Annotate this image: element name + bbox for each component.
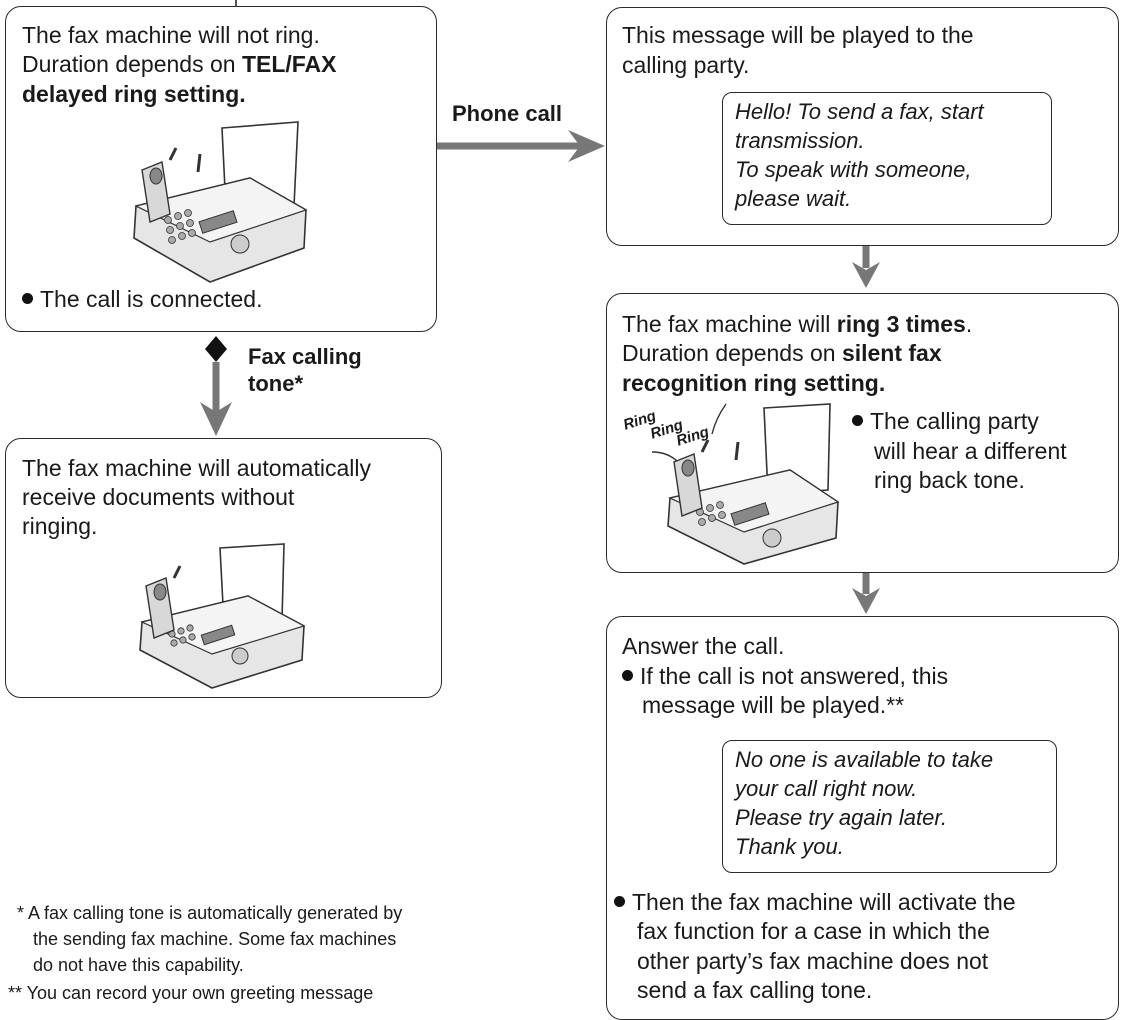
box-mr-line1: The fax machine will ring 3 times. [622, 311, 973, 337]
box-br-bullet2d: send a fax calling tone. [637, 977, 873, 1003]
box-tl-line1: The fax machine will not ring. [22, 22, 320, 48]
unavailable-line-1: No one is available to take [735, 747, 994, 772]
box-tl-line3: delayed ring setting. [22, 81, 246, 107]
fax-machine-illustration-2 [139, 543, 306, 689]
unavailable-line-4: Thank you. [735, 834, 844, 859]
greeting-speech-bubble: Hello! To send a fax, start transmission… [722, 92, 1052, 225]
fax-machine-illustration [133, 121, 308, 283]
box-mr-bullet-2: will hear a different [874, 438, 1067, 464]
box-mr-bullet-3: ring back tone. [874, 467, 1025, 493]
unavailable-line-2: your call right now. [735, 776, 918, 801]
fax-tone-label-2: tone* [248, 371, 303, 396]
box-br-bullet2b: fax function for a case in which the [637, 918, 990, 944]
box-bl-line3: ringing. [22, 513, 98, 539]
down-arrow-1 [852, 246, 880, 288]
box-mr-line2: Duration depends on silent fax [622, 340, 942, 366]
box-tl-line2: Duration depends on TEL/FAX [22, 51, 337, 77]
greeting-line-3: To speak with someone, [735, 157, 972, 182]
fax-machine-ringing-illustration [651, 403, 840, 565]
box-bl-line2: receive documents without [22, 484, 295, 510]
phone-call-label: Phone call [452, 101, 563, 126]
fax-tone-label-1: Fax calling [248, 344, 362, 369]
box-bl-line1: The fax machine will automatically [22, 455, 371, 481]
footnote-1c: do not have this capability. [33, 955, 244, 975]
box-tr-line2: calling party. [622, 52, 750, 78]
box-mr-bullet-1: The calling party [852, 407, 1039, 436]
greeting-line-4: please wait. [735, 186, 852, 211]
box-br-bullet2c: other party’s fax machine does not [637, 948, 989, 974]
footnote-2a: ** You can record your own greeting mess… [8, 983, 374, 1003]
unavailable-speech-bubble: No one is available to take your call ri… [722, 740, 1057, 873]
box-mr-line3: recognition ring setting. [622, 370, 886, 396]
footnote-1a: * A fax calling tone is automatically ge… [17, 903, 403, 923]
unavailable-line-3: Please try again later. [735, 805, 947, 830]
box-tr-line1: This message will be played to the [622, 22, 974, 48]
box-tl-bullet: The call is connected. [22, 285, 262, 314]
box-br-bullet1b: message will be played.** [642, 692, 905, 718]
down-arrow-2 [852, 573, 880, 614]
box-br-bullet1a: If the call is not answered, this [622, 662, 948, 691]
phone-call-arrow [437, 130, 605, 162]
box-br-line1: Answer the call. [622, 633, 785, 659]
fax-tone-arrow [200, 336, 232, 436]
footnote-1b: the sending fax machine. Some fax machin… [33, 929, 397, 949]
greeting-line-1: Hello! To send a fax, start [735, 99, 984, 124]
box-br-bullet2a: Then the fax machine will activate the [614, 888, 1016, 917]
greeting-line-2: transmission. [735, 128, 865, 153]
